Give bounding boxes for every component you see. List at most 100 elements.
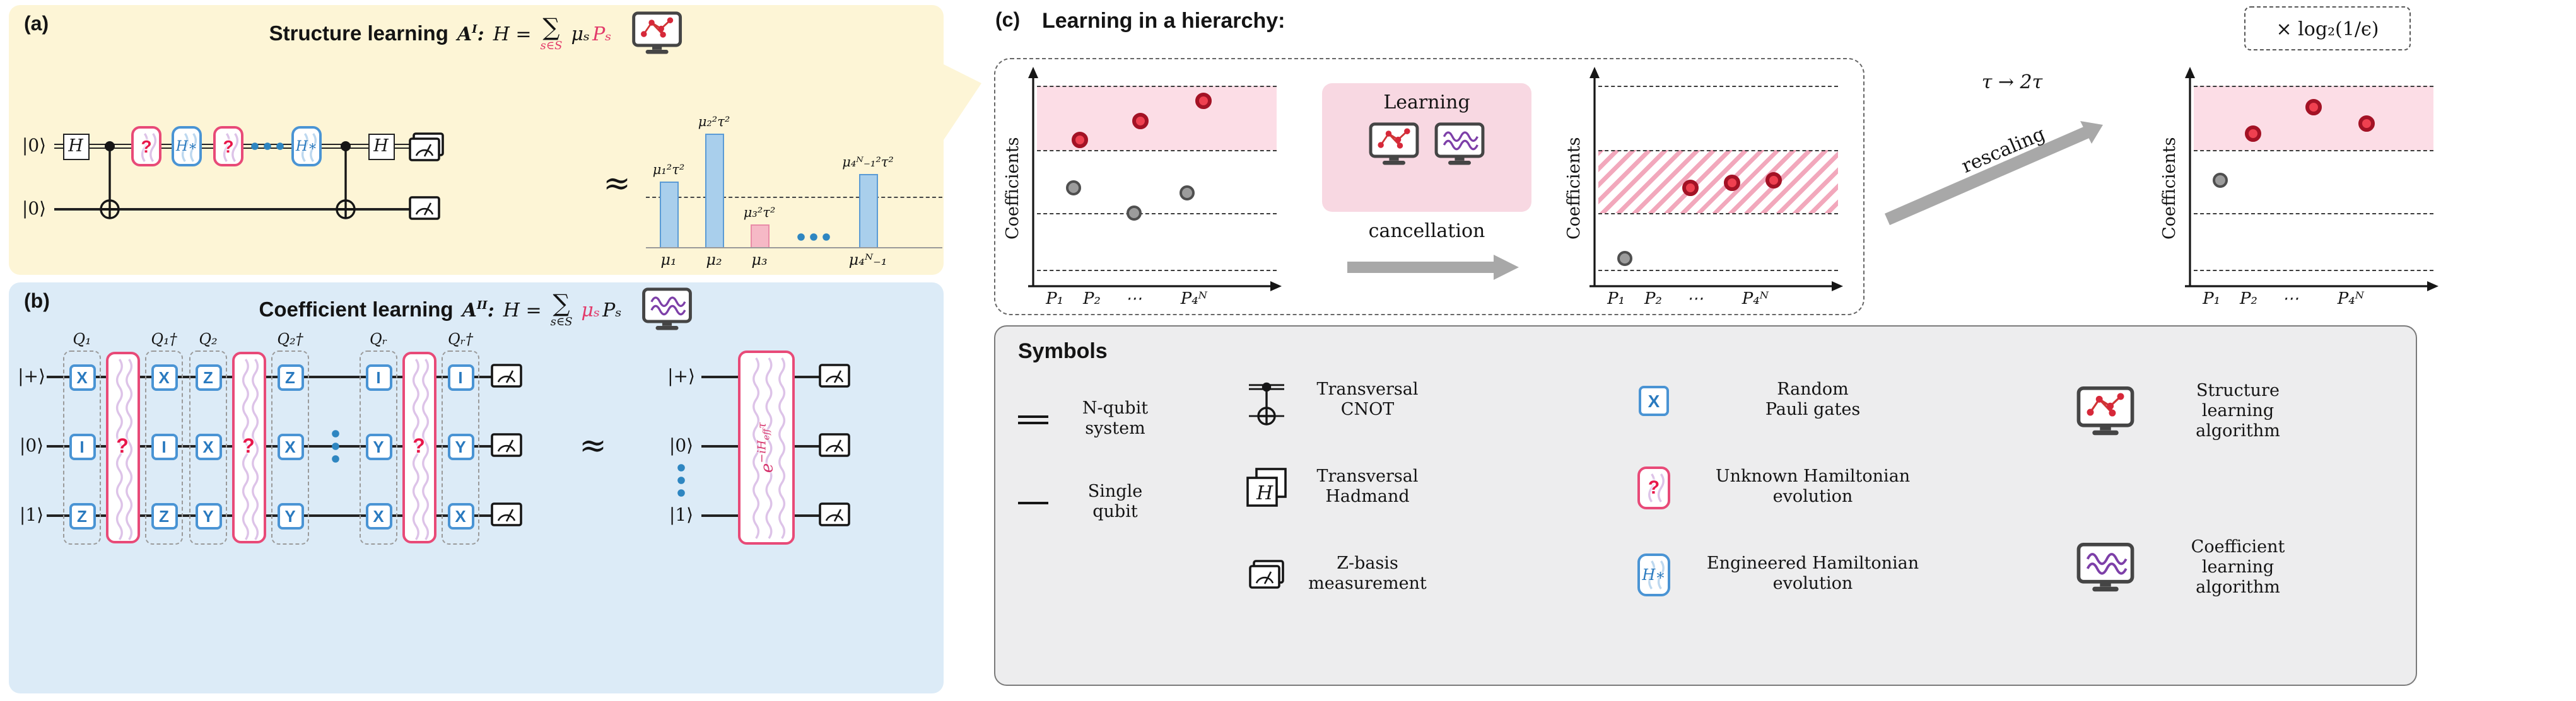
pauli-gate: X: [195, 433, 221, 460]
hamiltonian-lhs: H =: [493, 23, 532, 45]
data-point-gray: [1065, 180, 1081, 196]
panel-b-title: Coefficient learning AII: H = ∑s∈S μₛ Pₛ: [259, 287, 694, 333]
data-point-red: [1072, 131, 1089, 148]
layer-label: Q₁: [73, 330, 91, 348]
sum-symbol: ∑s∈S: [540, 15, 563, 52]
approx-symbol-b: ≈: [579, 427, 607, 465]
measurement-icon: [819, 502, 852, 533]
random-pauli-layer: [360, 350, 397, 545]
rescale-formula: τ → 2τ: [1981, 71, 2043, 93]
baseline: [646, 247, 942, 249]
x-tick-label: ⋯: [2282, 290, 2299, 309]
pauli-gate: X: [69, 364, 95, 390]
data-point-gray: [1126, 205, 1142, 221]
pauli-gate: Y: [195, 502, 221, 529]
rescaling-arrow: [1884, 121, 2103, 226]
pauli-gate: I: [151, 433, 177, 460]
pauli-gate: Y: [365, 433, 392, 460]
panel-b-label: (b): [24, 291, 50, 313]
learning-label: Learning: [1383, 91, 1470, 113]
legend-item-label: Transversal CNOT: [1316, 379, 1419, 420]
unknown-evolution-block: ?: [402, 352, 436, 543]
x-tick-label: ⋯: [1125, 290, 1142, 309]
dashed-level: [1037, 86, 1277, 88]
learning-step-box: Learning: [1322, 83, 1531, 212]
qubit-label: |0⟩: [21, 136, 47, 156]
dashed-level: [1598, 149, 1838, 151]
unknown-evolution-gate: ?: [213, 126, 243, 166]
x-tick-label: P₁: [1046, 290, 1064, 309]
ellipsis-dots: [797, 233, 830, 241]
data-point-red: [2305, 98, 2322, 115]
hadamard-gate: H: [62, 133, 89, 159]
measurement-icon: [819, 432, 852, 464]
panel-a-label: (a): [24, 14, 49, 35]
qubit-wire: [795, 445, 821, 448]
coefficient-symbol: μₛ: [581, 299, 600, 322]
bar-value-label: μ₄ᴺ₋₁²τ²: [842, 155, 894, 171]
cnot-gate: [100, 141, 120, 219]
structure-learning-icon: [1367, 122, 1420, 173]
data-point-red: [2358, 115, 2375, 132]
threshold-line: [646, 197, 942, 199]
data-point-gray: [1179, 185, 1195, 200]
panel-a-algorithm: AI:: [457, 23, 484, 45]
x-tick-label: P₄ᴺ: [1180, 290, 1207, 309]
callout-pointer: [941, 63, 981, 144]
unknown-evolution-block: ?: [231, 352, 266, 543]
pauli-gate: X: [447, 502, 474, 529]
legend-item-label: Structure learning algorithm: [2196, 381, 2280, 441]
qubit-wire: [701, 514, 738, 517]
single-wire-icon: [1017, 498, 1050, 508]
sum-glyph: ∑: [553, 289, 570, 317]
bar-value-label: μ₂²τ²: [698, 115, 730, 130]
qubit-label: |+⟩: [18, 367, 45, 387]
legend-item-label: Random Pauli gates: [1765, 379, 1861, 420]
bar: [858, 174, 877, 247]
random-pauli-layer: [442, 350, 479, 545]
qubit-label: |0⟩: [19, 436, 44, 456]
measurement-icon: [491, 502, 524, 533]
dashed-level: [2194, 212, 2433, 214]
random-pauli-icon: X: [1639, 386, 1669, 416]
engineered-evolution-gate: H∗: [291, 126, 322, 166]
algorithm-letter: A: [457, 23, 472, 45]
algorithm-colon: :: [487, 299, 495, 322]
pauli-gate: Z: [195, 364, 221, 390]
coefficient-symbol: μₛ: [571, 23, 590, 45]
x-tick-label: P₂: [2239, 290, 2257, 309]
panel-c-title: Learning in a hierarchy:: [1042, 9, 1285, 33]
pauli-gate: X: [151, 364, 177, 390]
algorithm-sup: I: [472, 24, 477, 37]
axes: [1590, 67, 1843, 291]
qubit-label: |1⟩: [669, 506, 694, 526]
pauli-gate: Y: [447, 433, 474, 460]
hamiltonian-lhs: H =: [503, 299, 542, 322]
cancellation-label: cancellation: [1368, 219, 1485, 242]
single-wire: [54, 208, 438, 211]
qubit-wire: [701, 376, 738, 378]
sum-index: s∈S: [540, 40, 563, 52]
measurement-icon: [409, 195, 442, 227]
effective-evolution-box: e−iHeffτ: [738, 350, 795, 545]
hadamard-gate: H: [368, 133, 394, 159]
legend-item-label: Z-basis measurement: [1308, 553, 1427, 594]
legend-item-label: Transversal Hadmand: [1316, 466, 1419, 507]
unknown-hamiltonian-icon: ?: [1637, 466, 1670, 509]
dashed-level: [2194, 270, 2433, 272]
data-point-red: [1682, 180, 1699, 197]
layer-label: Q₁†: [151, 330, 177, 348]
coefficient-band: [2194, 86, 2433, 150]
structure-learning-icon: [2075, 386, 2136, 439]
panel-structure-learning: (a) Structure learning AI: H = ∑s∈S μₛ P…: [9, 5, 944, 275]
algorithm-letter: A: [462, 299, 477, 322]
random-pauli-layer: [145, 350, 183, 545]
bar-x-label: μ₁: [660, 251, 677, 269]
dashed-level: [1037, 212, 1277, 214]
bar: [705, 134, 723, 247]
